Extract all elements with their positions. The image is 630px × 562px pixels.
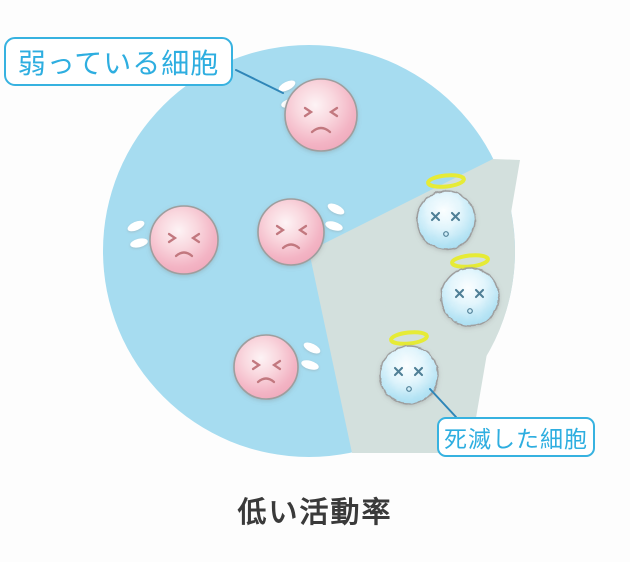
strained-eyes: [303, 106, 339, 118]
x-eyes-cell-icon: [379, 345, 439, 405]
strained-eyes: [167, 232, 201, 244]
x-eyes: [430, 211, 461, 222]
dead-cell-group-3: [379, 330, 439, 405]
x-eyes: [393, 366, 424, 377]
dead-cell-group-2: [440, 253, 500, 327]
label-dead-cells[interactable]: 死滅した細胞: [437, 417, 595, 457]
sweat-drop-icon: [301, 342, 321, 370]
strained-face-cell-icon: [257, 198, 325, 266]
weak-cell-group-1: [278, 78, 358, 152]
label-weak-cells-text: 弱っている細胞: [17, 47, 220, 79]
sweat-drop-icon: [325, 203, 345, 231]
frown-mouth: [174, 251, 194, 258]
strained-eyes: [275, 224, 308, 236]
strained-face-cell-icon: [149, 205, 219, 275]
leader-line-icon: [235, 69, 284, 94]
x-eyes: [454, 288, 485, 299]
dead-cell-group-1: [416, 173, 476, 250]
small-mouth: [406, 386, 412, 392]
strained-face-cell-icon: [233, 334, 299, 400]
frown-mouth: [256, 377, 276, 384]
halo-icon: [389, 330, 429, 346]
frown-mouth: [310, 126, 332, 134]
frown-mouth: [281, 243, 301, 250]
label-weak-cells[interactable]: 弱っている細胞: [4, 37, 233, 86]
halo-icon: [426, 173, 466, 189]
strained-face-cell-icon: [284, 78, 358, 152]
label-dead-cells-text: 死滅した細胞: [444, 426, 588, 452]
strained-eyes: [251, 359, 282, 371]
small-mouth: [443, 231, 449, 237]
diagram-caption: 低い活動率: [237, 497, 393, 529]
sweat-drop-icon: [127, 220, 148, 248]
small-mouth: [467, 308, 473, 314]
x-eyes-cell-icon: [440, 267, 500, 327]
x-eyes-cell-icon: [416, 190, 476, 250]
halo-icon: [450, 253, 490, 269]
weak-cell-group-2: [127, 205, 219, 275]
weak-cell-group-3: [257, 198, 345, 266]
weak-cell-group-4: [233, 334, 321, 400]
leader-line-icon: [429, 388, 457, 418]
